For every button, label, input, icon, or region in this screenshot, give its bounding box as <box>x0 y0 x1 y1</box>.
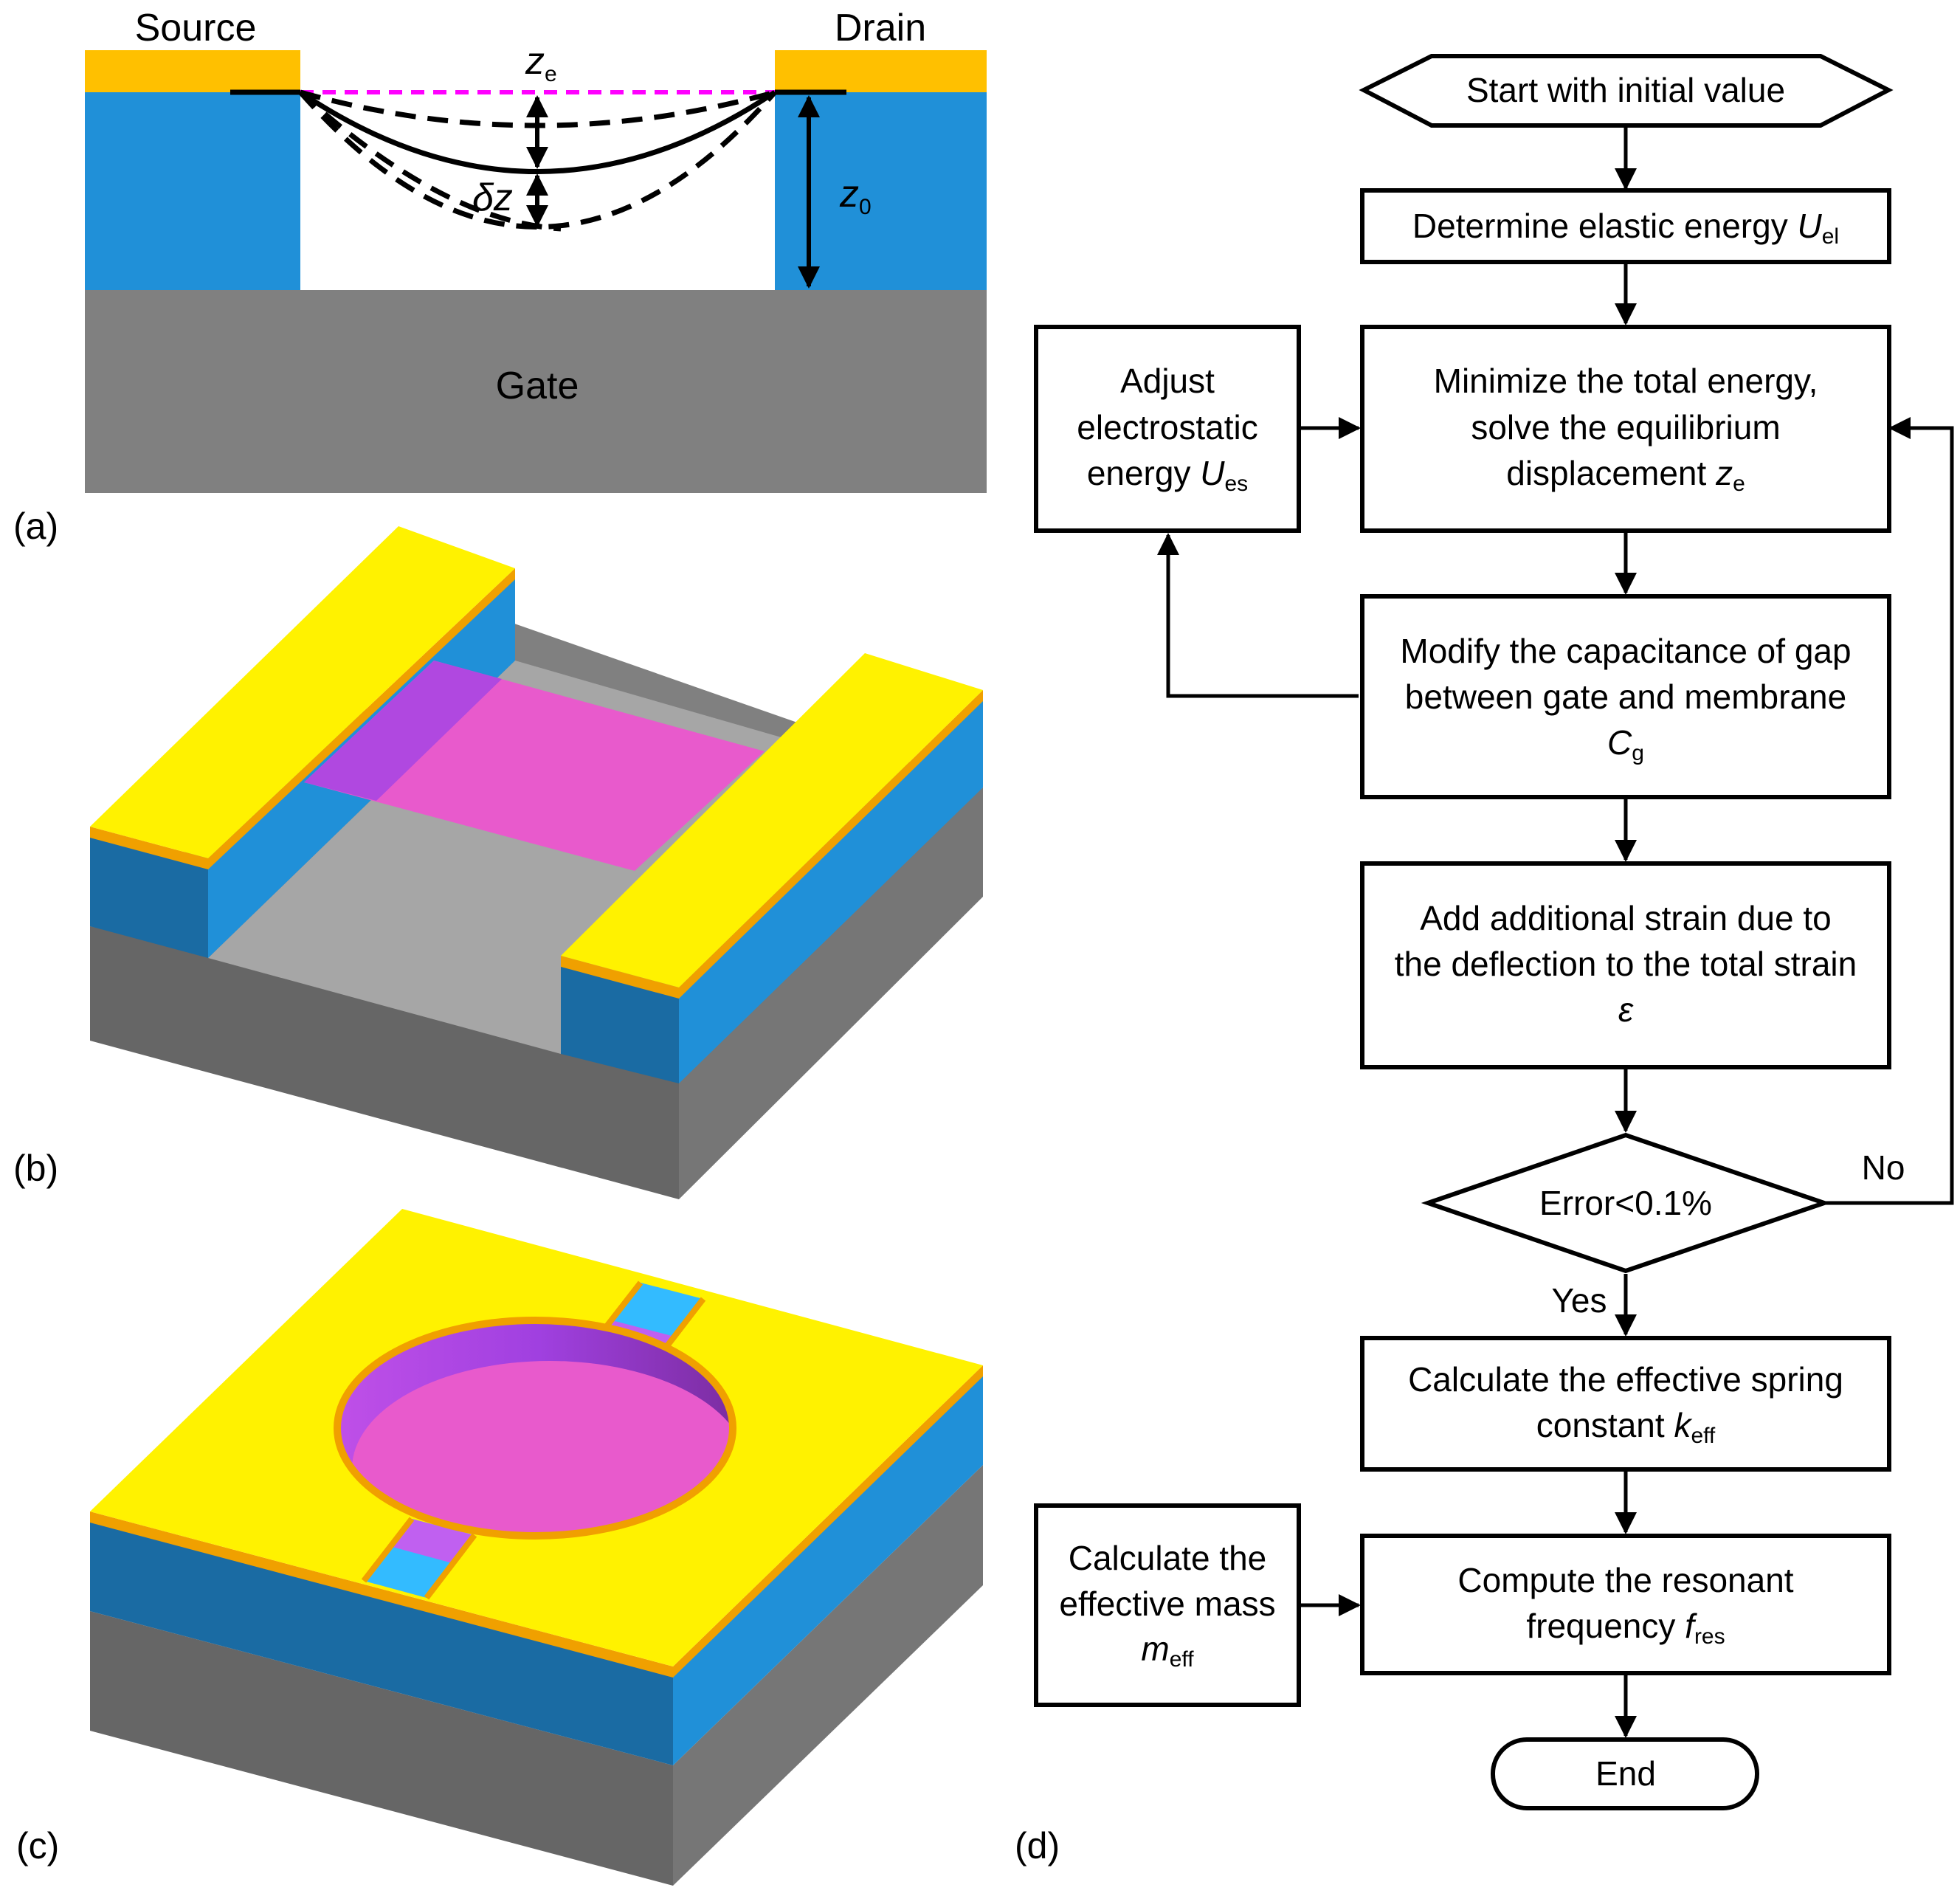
panel-a-cross-section: Source Drain Gate ze δz z0 <box>85 7 987 493</box>
elastic-energy-box <box>1360 188 1891 264</box>
bottom-gap-edge-right <box>424 1533 477 1600</box>
substrate-front-right <box>673 1465 983 1886</box>
no-label: No <box>1862 1148 1905 1187</box>
capacitance-line-3: Cg <box>1607 723 1644 765</box>
strain-line-3: ε <box>1618 990 1634 1029</box>
spring-line-2: constant keff <box>1536 1406 1716 1448</box>
oxide-front-right <box>673 1374 983 1765</box>
z-0-label: z0 <box>839 173 872 219</box>
deflection-dashed-inner <box>298 90 562 232</box>
minimize-line-2: solve the equilibrium <box>1471 408 1780 447</box>
end-label: End <box>1595 1754 1656 1793</box>
panel-label-c: (c) <box>16 1825 59 1866</box>
bottom-gap-edge-left <box>361 1517 415 1583</box>
panel-label-b: (b) <box>13 1148 58 1189</box>
resonant-frequency-box <box>1360 1534 1891 1675</box>
strain-line-1: Add additional strain due to <box>1420 899 1832 937</box>
resonant-line-2: frequency fres <box>1526 1607 1725 1649</box>
decision-label: Error<0.1% <box>1539 1184 1712 1222</box>
gate-front-left <box>90 926 679 1199</box>
right-oxide-front <box>561 963 679 1083</box>
capacitance-box <box>1360 594 1891 799</box>
substrate-front-left <box>90 1611 673 1886</box>
start-node <box>1359 54 1894 128</box>
minimize-energy-box <box>1360 325 1891 533</box>
spring-constant-box <box>1360 1336 1891 1472</box>
decision-node <box>1421 1132 1832 1274</box>
electrode-front-left-edge <box>90 1511 673 1678</box>
gate-label: Gate <box>496 365 579 407</box>
end-node <box>1491 1737 1759 1810</box>
oxide-left <box>85 92 300 290</box>
deflection-dashed-lower <box>298 90 777 230</box>
right-oxide-right <box>679 697 983 1083</box>
arrow-capacitance-to-adjust <box>1157 533 1359 698</box>
mass-line-1: Calculate the <box>1069 1539 1267 1577</box>
right-electrode-edge <box>561 956 679 999</box>
resonant-line-1: Compute the resonant <box>1457 1561 1793 1599</box>
right-electrode-side <box>679 690 983 999</box>
left-electrode-top <box>90 526 515 858</box>
panel-b-3d-device <box>90 526 983 1199</box>
left-electrode-edge <box>90 827 208 869</box>
left-oxide-front <box>90 834 208 958</box>
adjust-electrostatic-box <box>1034 325 1301 533</box>
electrode-front-right-edge <box>673 1365 983 1678</box>
delta-z-label: δz <box>472 176 513 219</box>
elastic-energy-label: Determine elastic energy Uel <box>1412 207 1839 249</box>
gate-front-right <box>679 787 983 1199</box>
panel-c-3d-device <box>90 1209 983 1886</box>
right-electrode-top <box>561 653 983 987</box>
source-electrode <box>85 50 300 92</box>
panel-label-d: (d) <box>1015 1825 1060 1866</box>
adjust-line-3: energy Ues <box>1087 454 1248 496</box>
drain-label: Drain <box>835 7 926 49</box>
source-label: Source <box>135 7 257 49</box>
gate-layer <box>85 290 987 493</box>
minimize-line-3: displacement ze <box>1506 454 1745 496</box>
strain-line-2: the deflection to the total strain <box>1395 945 1857 983</box>
panel-d-flowchart: Start with initial value Determine elast… <box>1034 54 1954 1810</box>
minimize-line-1: Minimize the total energy, <box>1434 362 1818 400</box>
membrane-shadow <box>304 661 502 801</box>
drain-electrode <box>775 50 987 92</box>
adjust-line-1: Adjust <box>1120 362 1215 400</box>
mass-line-3: meff <box>1141 1630 1194 1672</box>
oxide-front-left <box>90 1520 673 1765</box>
yes-label: Yes <box>1551 1281 1607 1320</box>
panel-label-a: (a) <box>13 506 58 547</box>
spring-line-1: Calculate the effective spring <box>1408 1360 1843 1399</box>
arrow-no-loop <box>1824 417 1954 1205</box>
effective-mass-box <box>1034 1503 1301 1707</box>
start-label: Start with initial value <box>1466 71 1785 109</box>
capacitance-line-1: Modify the capacitance of gap <box>1400 632 1851 670</box>
left-electrode-side <box>208 568 515 869</box>
z-e-label: ze <box>525 40 557 86</box>
adjust-line-2: electrostatic <box>1077 408 1257 447</box>
strain-box <box>1360 861 1891 1069</box>
deflection-solid <box>299 90 776 174</box>
hole-rim <box>334 1317 736 1540</box>
mass-line-2: effective mass <box>1059 1585 1275 1623</box>
capacitance-line-2: between gate and membrane <box>1405 678 1846 716</box>
